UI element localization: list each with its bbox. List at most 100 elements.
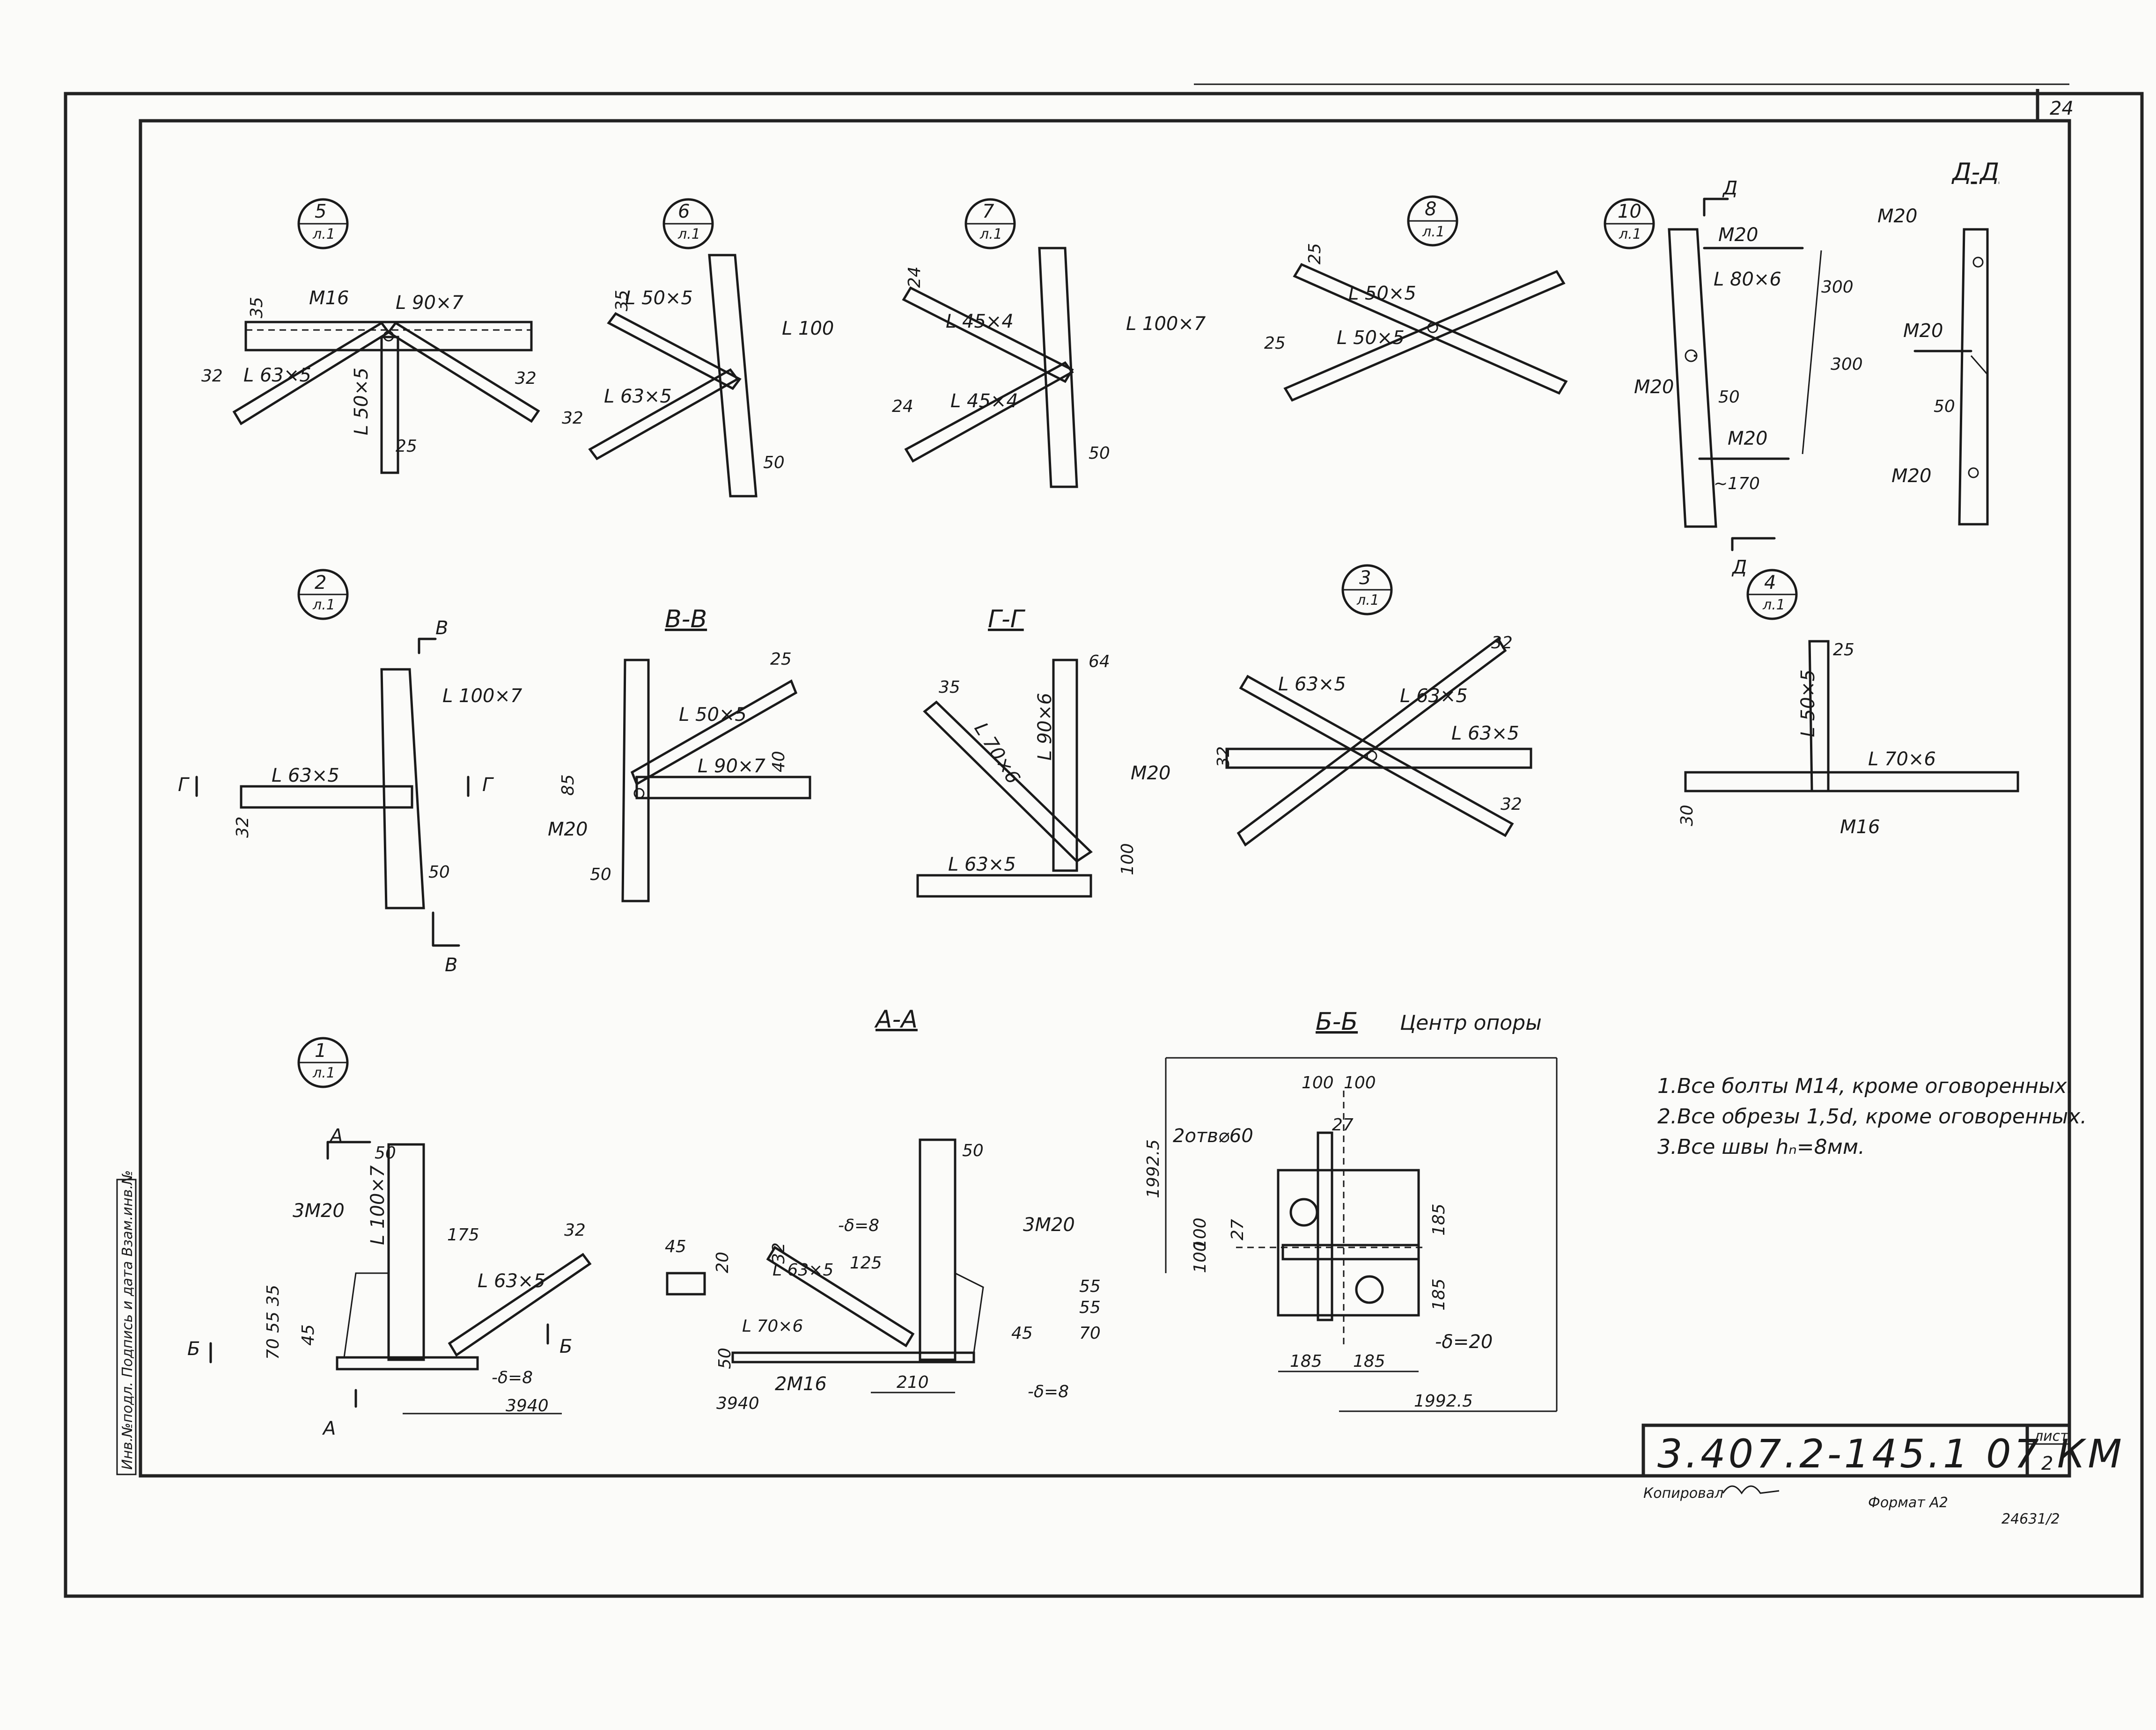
node-4: 4 л.1 L 50×5 25 L 70×6 30 М16 [1678,569,2019,838]
svg-text:М20: М20 [548,819,588,840]
svg-text:55: 55 [1079,1277,1101,1296]
svg-text:А: А [329,1125,343,1147]
svg-text:Формат А2: Формат А2 [1868,1495,1948,1511]
svg-text:М20: М20 [1634,376,1674,398]
svg-text:125: 125 [850,1254,882,1273]
svg-text:25: 25 [1264,334,1286,353]
svg-text:64: 64 [1089,652,1110,671]
svg-text:~170: ~170 [1714,474,1760,493]
svg-text:175: 175 [447,1225,479,1245]
section-dd: Д-Д М20 М20 50 М20 [1877,158,1999,526]
svg-text:50: 50 [590,865,611,884]
svg-text:50: 50 [428,863,450,882]
svg-text:лист: лист [2034,1428,2069,1444]
svg-text:Б-Б: Б-Б [1316,1008,1358,1036]
svg-text:Б: Б [187,1338,200,1360]
svg-text:М20: М20 [1718,224,1758,246]
svg-text:70 55 35: 70 55 35 [264,1285,283,1360]
note-3: 3.Все швы hₙ=8мм. [1657,1135,1865,1159]
svg-text:185: 185 [1429,1278,1449,1311]
svg-text:1992.5: 1992.5 [1414,1392,1473,1411]
svg-text:В: В [445,954,457,976]
svg-text:L 50×5: L 50×5 [1337,327,1405,349]
svg-text:4: 4 [1764,572,1776,594]
svg-text:Г: Г [482,774,494,796]
svg-text:27: 27 [1228,1219,1247,1240]
section-bb: Б-Б Центр опоры 100 100 2отв⌀60 27 1992.… [1144,1008,1558,1412]
svg-text:М20: М20 [1903,320,1943,342]
svg-text:L 70×6: L 70×6 [970,719,1024,788]
note-1: 1.Все болты М14, кроме оговоренных. [1657,1074,2074,1098]
svg-text:L 100×7: L 100×7 [442,685,522,707]
svg-text:5: 5 [315,201,326,222]
node-10: 10 л.1 Д М20 L 80×6 300 300 М20 50 М20 ~… [1604,177,1863,578]
svg-text:50: 50 [1718,388,1740,407]
svg-text:185: 185 [1290,1352,1322,1371]
svg-text:100: 100 [1118,843,1137,875]
svg-text:-δ=8: -δ=8 [838,1216,879,1235]
svg-text:L 63×5: L 63×5 [478,1270,545,1292]
svg-text:32: 32 [515,369,537,388]
svg-text:L 45×4: L 45×4 [950,390,1018,412]
svg-text:L 50×5: L 50×5 [1348,283,1416,304]
svg-text:35: 35 [612,290,632,311]
svg-text:L 50×5: L 50×5 [625,287,693,309]
svg-text:185: 185 [1429,1203,1449,1236]
svg-text:-δ=20: -δ=20 [1435,1331,1493,1353]
svg-text:32: 32 [769,1242,788,1264]
node-7: 7 л.1 L 45×4 L 45×4 L 100×7 24 24 50 [892,198,1206,488]
outer-frame [64,92,2144,1598]
svg-text:L 100×7: L 100×7 [367,1165,389,1245]
svg-text:50: 50 [763,453,785,472]
svg-text:л.1: л.1 [1762,597,1785,613]
side-stamp: Инв.№подл. Подпись и дата Взам.инв.№ [116,1170,137,1475]
svg-text:Копировал: Копировал [1643,1485,1723,1502]
svg-text:8: 8 [1425,198,1436,220]
svg-text:Д: Д [1722,177,1737,199]
svg-text:М20: М20 [1131,762,1170,784]
anchor-hole [1355,1275,1384,1304]
svg-text:32: 32 [233,816,252,838]
svg-text:50: 50 [962,1141,984,1160]
svg-text:50: 50 [1934,397,1955,416]
svg-text:32: 32 [1491,633,1513,652]
svg-text:Г-Г: Г-Г [988,605,1026,633]
svg-text:2отв⌀60: 2отв⌀60 [1173,1125,1253,1147]
svg-text:А-А: А-А [874,1005,918,1034]
section-vv: В-В 25 L 50×5 L 90×7 40 85 М20 50 [548,605,811,902]
svg-text:85: 85 [559,774,578,796]
svg-text:L 63×5: L 63×5 [604,386,672,407]
svg-text:L 50×5: L 50×5 [1797,669,1819,737]
svg-text:L 63×5: L 63×5 [1451,723,1519,744]
svg-text:3М20: 3М20 [293,1200,345,1222]
svg-text:М20: М20 [1891,465,1931,487]
svg-text:Б: Б [559,1336,572,1357]
svg-text:32: 32 [1501,795,1522,814]
svg-text:6: 6 [678,201,690,222]
svg-text:L 50×5: L 50×5 [351,367,372,435]
svg-text:70: 70 [1079,1324,1101,1343]
svg-text:24: 24 [892,397,913,416]
svg-text:Д: Д [1731,557,1747,578]
drawing-code: 3.407.2-145.1 07 КМ [1657,1431,2125,1477]
svg-text:50: 50 [715,1348,735,1369]
svg-text:л.1: л.1 [312,1065,335,1081]
svg-text:Д-Д: Д-Д [1951,158,1999,186]
svg-text:М20: М20 [1728,428,1767,449]
svg-text:L 90×6: L 90×6 [1034,693,1056,761]
svg-text:3: 3 [1359,567,1371,589]
svg-text:л.1: л.1 [312,597,335,613]
svg-text:Инв.№подл. Подпись и дата Взам: Инв.№подл. Подпись и дата Взам.инв.№ [119,1170,136,1470]
svg-text:45: 45 [1011,1324,1033,1343]
svg-text:210: 210 [897,1373,929,1392]
svg-text:Г: Г [178,774,190,796]
svg-text:L 70×6: L 70×6 [742,1317,803,1336]
node-5: 5 л.1 М16 L 90×7 L 63×5 L 50×5 35 32 32 … [201,198,540,474]
svg-text:45: 45 [665,1237,686,1256]
svg-text:32: 32 [201,367,223,386]
svg-text:3М20: 3М20 [1023,1214,1075,1236]
svg-text:25: 25 [396,437,417,456]
svg-text:L 90×7: L 90×7 [396,292,464,314]
svg-text:40: 40 [769,751,788,772]
